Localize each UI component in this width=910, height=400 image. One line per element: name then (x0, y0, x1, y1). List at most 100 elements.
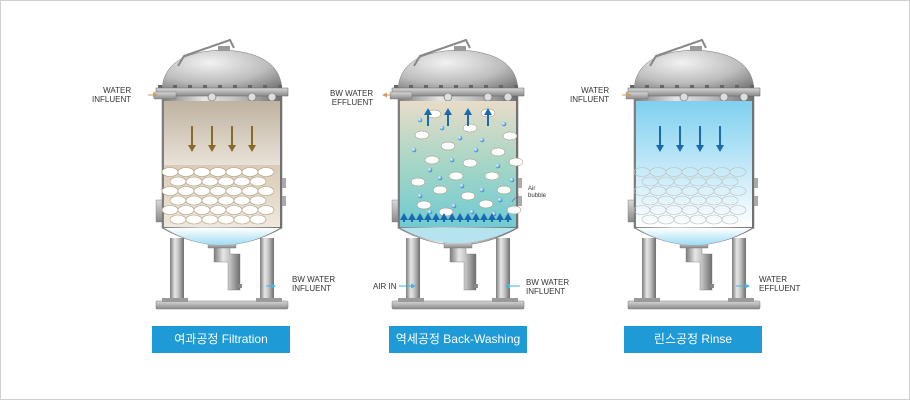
rinse-bottom-water (636, 228, 752, 245)
backwash-media-pellet (490, 147, 506, 157)
rinse-outlet-arrow-head (745, 283, 750, 289)
rinse-outlet-pipe (685, 243, 713, 291)
media-pellet (177, 167, 195, 177)
rinse-down-arrow-head (716, 145, 724, 152)
media-pellet (161, 186, 179, 196)
backwash-small-up-arrow-head (504, 213, 512, 220)
air-bubble (479, 187, 485, 193)
filtration-nozzle (267, 92, 277, 102)
backwash-up-arrow-head (464, 108, 472, 115)
media-pellet (257, 167, 275, 177)
filtration-nozzle (247, 92, 257, 102)
backwash-leg-right (496, 238, 510, 304)
rinse-leg-left (642, 238, 656, 304)
backwash-media-pellet (424, 155, 440, 165)
backwash-vessel (382, 38, 525, 310)
backwash-inlet-pipe (389, 91, 413, 100)
backwash-lifting-rail (413, 38, 471, 67)
rinse-vessel (622, 38, 761, 310)
backwash-bottom-water (400, 228, 516, 243)
media-pellet (729, 167, 747, 177)
backwash-small-up-arrow-head (480, 213, 488, 220)
media-pellet (225, 186, 243, 196)
rinse-nozzle (739, 92, 749, 102)
media-pellet (201, 195, 219, 206)
media-pellet (241, 167, 259, 177)
filtration-inlet-arrow-head (153, 92, 158, 98)
air-bubble (411, 147, 417, 153)
filtration-down-arrow-head (228, 145, 236, 152)
media-pellet (233, 176, 251, 187)
media-pellet (169, 195, 187, 206)
backwash-manhole (391, 199, 399, 223)
media-pellet (177, 205, 195, 215)
backwash-media-pellet (410, 177, 426, 187)
backwash-media-pellet (496, 185, 512, 195)
air-in-label: AIR IN (373, 282, 397, 291)
air-bubble (509, 177, 515, 183)
backwash-nozzle (443, 92, 453, 102)
filtration-leg-right (260, 238, 274, 304)
media-pellet (209, 205, 227, 215)
rinse-down-arrow-head (656, 145, 664, 152)
backwash-media-pellet (438, 207, 454, 217)
media-pellet (193, 186, 211, 196)
filtration-lifting-rail (177, 38, 235, 67)
backwash-small-up-arrow-head (416, 213, 424, 220)
rinse-down-arrow-head (676, 145, 684, 152)
backwash-media-pellet (414, 130, 430, 140)
rinse-caption: 린스공정 Rinse (624, 326, 762, 353)
rinse-manhole (627, 199, 635, 223)
backwash-small-up-arrow-head (496, 213, 504, 220)
filtration-base-plate (155, 300, 289, 310)
backwash-nozzle (503, 92, 513, 102)
backwash-base-plate (391, 300, 525, 310)
media-pellet (233, 214, 251, 225)
filtration-outlet-pipe (213, 243, 241, 291)
backwash-media-pellet (484, 171, 500, 181)
media-pellet (161, 167, 179, 177)
media-pellet (177, 186, 195, 196)
backwash-small-up-arrow-head (432, 213, 440, 220)
filtration-outlet-arrow-head (271, 283, 276, 289)
backwash-media-pellet (502, 131, 518, 141)
media-pellet (209, 167, 227, 177)
backwash-small-up-arrow-head (464, 213, 472, 220)
backwash-small-up-arrow-head (448, 213, 456, 220)
backwash-effluent-arrow-head (382, 92, 387, 98)
rinse-nozzle (679, 92, 689, 102)
backwash-small-up-arrow-head (488, 213, 496, 220)
media-pellet (217, 176, 235, 187)
media-pellet (201, 176, 219, 187)
filtration-nozzle (207, 92, 217, 102)
air-bubble (479, 137, 485, 143)
media-pellet (193, 205, 211, 215)
media-pellet (169, 176, 187, 187)
media-pellet (233, 195, 251, 206)
air-bubble (501, 121, 507, 127)
air-in-arrow-head (411, 283, 416, 289)
filtration-down-arrow-head (188, 145, 196, 152)
backwash-up-arrow-head (424, 108, 432, 115)
rinse-leg-right (732, 238, 746, 304)
filtration-leg-left (170, 238, 184, 304)
backwash-up-arrow-head (484, 108, 492, 115)
air-bubble (439, 125, 445, 131)
air-bubble (459, 183, 465, 189)
filtration-raw-water (164, 101, 280, 165)
backwash-media-pellet (478, 199, 494, 209)
media-pellet (201, 214, 219, 225)
media-pellet (217, 214, 235, 225)
air-bubble (469, 209, 475, 215)
media-pellet (257, 205, 275, 215)
air-bubble (417, 117, 423, 123)
backwash-leg-left (406, 238, 420, 304)
rinse-lifting-rail (649, 38, 707, 67)
air-bubble (495, 163, 501, 169)
backwash-small-up-arrow-head (472, 213, 480, 220)
